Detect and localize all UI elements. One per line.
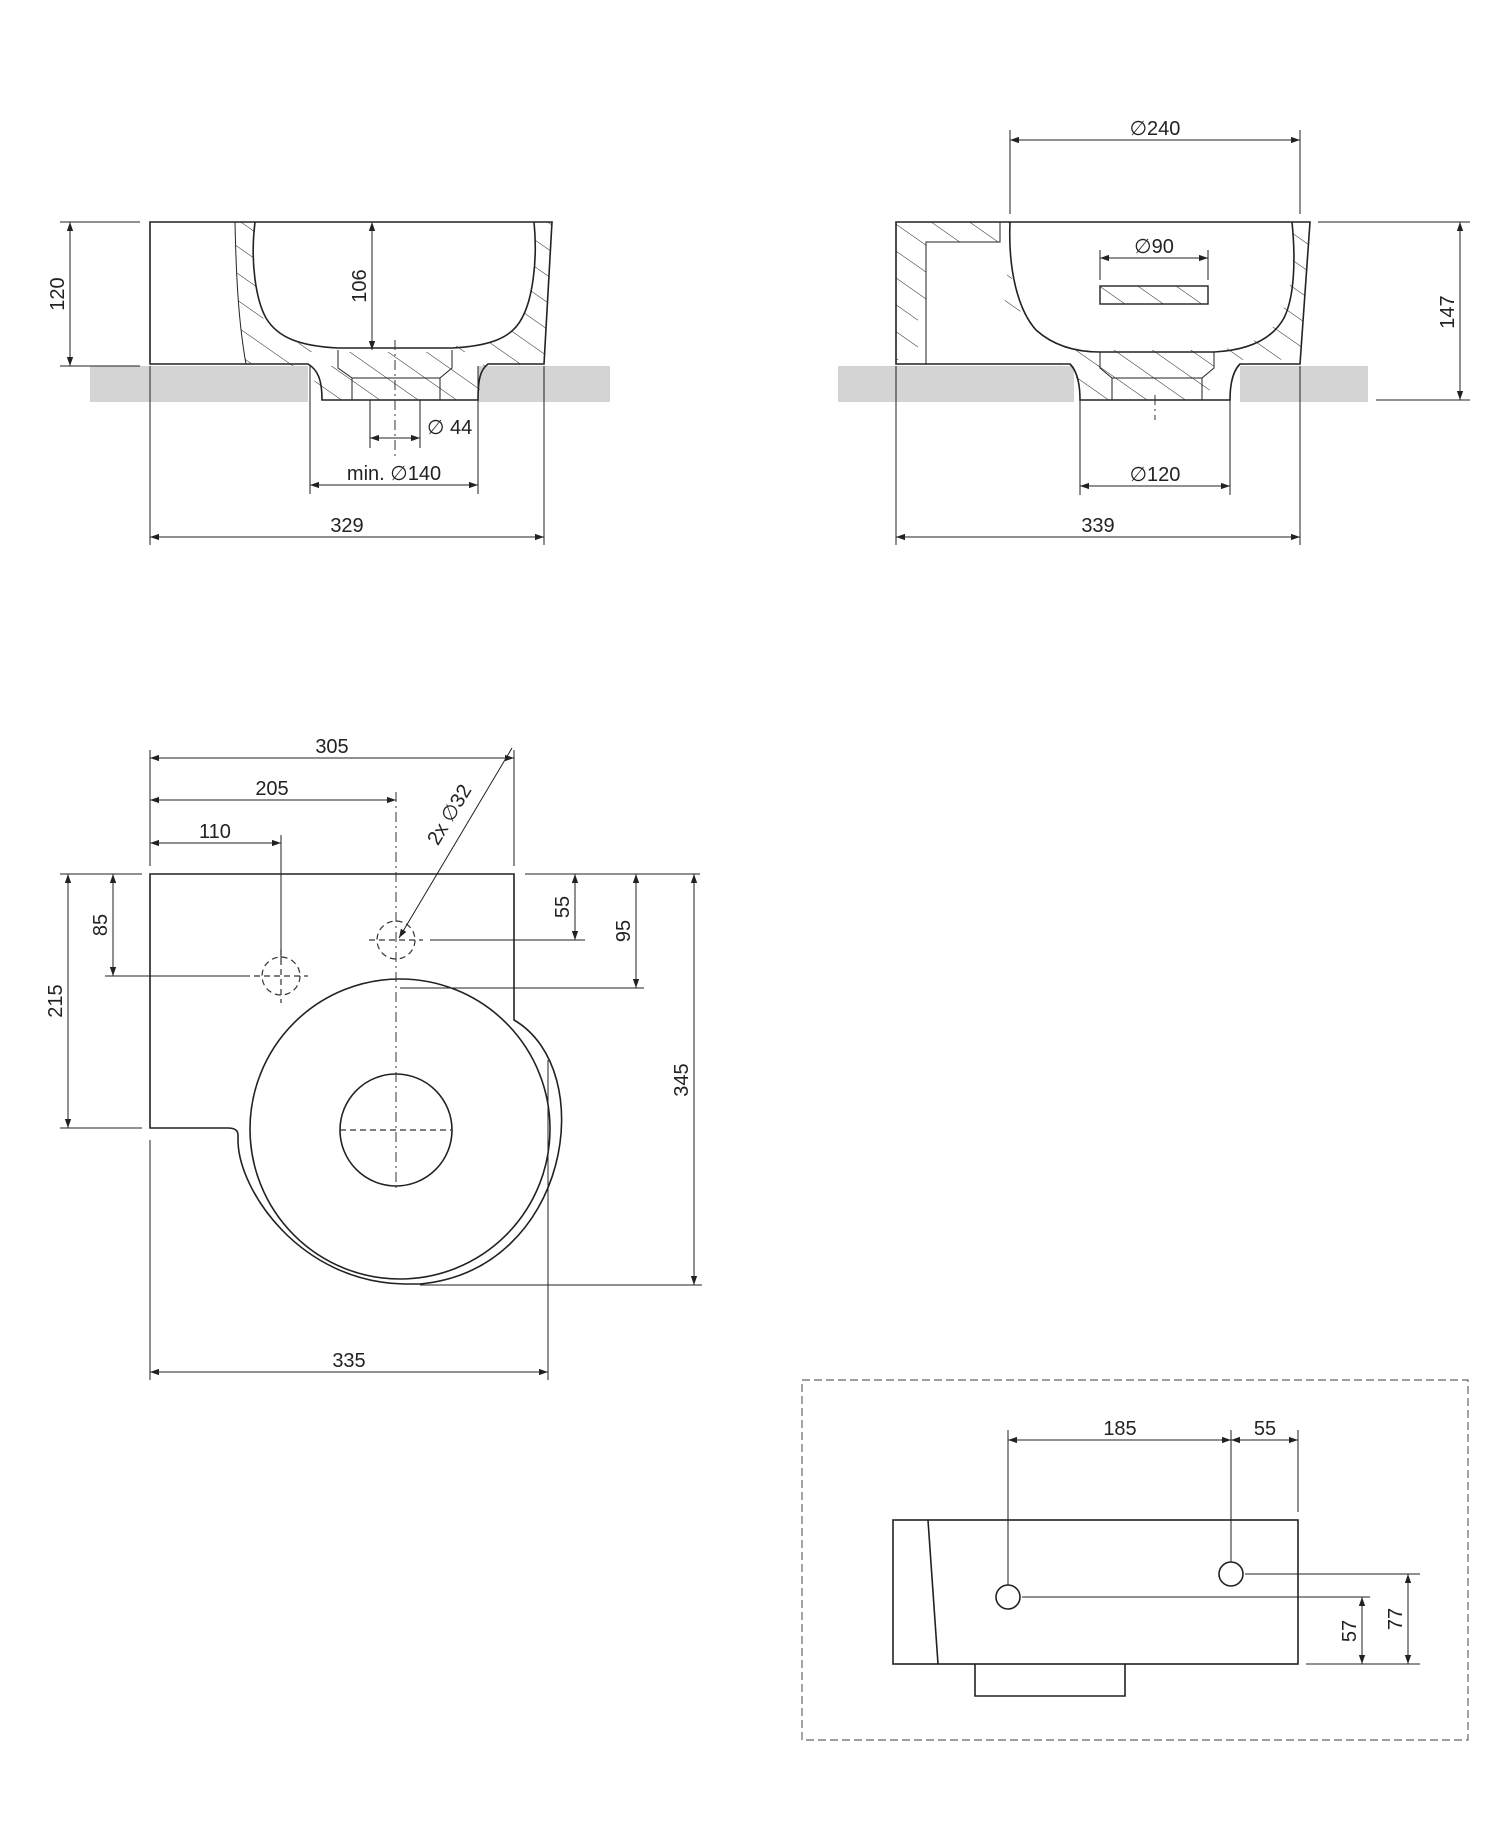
dim-bowl-dia-value: 240 xyxy=(1147,118,1180,140)
dim-overflow-dia: ∅90 xyxy=(1134,236,1174,258)
detail-body xyxy=(892,1519,1299,1665)
dim-ledge-depth: 215 xyxy=(45,984,67,1017)
drain-recess-a xyxy=(337,350,453,400)
dim-overflow-value: 90 xyxy=(1152,236,1174,258)
dim-tap-hole-1: 110 xyxy=(199,821,231,843)
dim-base-dia: ∅120 xyxy=(1130,464,1181,486)
back-wall-inner-b xyxy=(925,222,1001,364)
detail-view: 185 55 57 77 xyxy=(801,1379,1469,1741)
dim-drain-dia: ∅ 44 xyxy=(427,417,472,439)
bowl-inner-b xyxy=(1008,221,1295,353)
dim-height-b: 147 xyxy=(1437,295,1459,328)
dim-depth: 345 xyxy=(671,1063,693,1096)
dim-bowl-center: 95 xyxy=(613,920,635,942)
detail-frame xyxy=(801,1379,1469,1741)
dim-edge-offset: 55 xyxy=(1254,1418,1276,1440)
diameter-symbol: ∅ xyxy=(1134,236,1151,258)
dim-width-top: 305 xyxy=(315,736,348,758)
bowl-inner-a xyxy=(252,221,537,349)
basin-wall-hatch-left xyxy=(235,222,338,366)
dim-width-a: 329 xyxy=(330,515,363,537)
dim-hole1-from-back: 85 xyxy=(90,914,112,936)
detail-base xyxy=(974,1664,1126,1697)
diameter-symbol: ∅ xyxy=(1130,118,1147,140)
countertop-slab-right-b xyxy=(1240,366,1368,402)
outer-shell-line-a xyxy=(234,221,247,365)
dim-hole-spacing: 185 xyxy=(1103,1418,1136,1440)
bowl-rim-circle xyxy=(249,978,551,1280)
plan-view: 305 205 110 2x ∅32 85 215 55 95 345 335 xyxy=(45,736,702,1380)
bottom-hatch-b xyxy=(1004,242,1100,400)
countertop-slab-left xyxy=(90,366,308,402)
dim-tap-holes: 2x ∅32 xyxy=(423,781,476,849)
section-view-a: 120 106 ∅ 44 min. ∅140 329 xyxy=(47,221,610,545)
min-prefix: min. xyxy=(347,463,385,485)
countertop-slab-left-b xyxy=(838,366,1074,402)
dim-tap-hole-2: 205 xyxy=(255,778,288,800)
dim-width-plan: 335 xyxy=(332,1350,365,1372)
section-view-b: ∅240 ∅90 147 ∅120 339 xyxy=(838,118,1470,545)
diameter-symbol: ∅ xyxy=(427,417,444,439)
detail-hole-2-icon xyxy=(1218,1561,1244,1587)
detail-side-edge xyxy=(927,1519,939,1665)
plan-outline xyxy=(149,873,563,1285)
dim-drain-value: 44 xyxy=(450,417,472,439)
diameter-symbol: ∅ xyxy=(1130,464,1147,486)
dim-hole-height-1: 57 xyxy=(1339,1620,1361,1642)
dim-hole-height-2: 77 xyxy=(1385,1608,1407,1630)
dim-min-hole-value: 140 xyxy=(408,463,441,485)
leader-tap-holes xyxy=(398,747,513,939)
drain-hatch-b xyxy=(1096,350,1214,400)
dim-base-dia-value: 120 xyxy=(1147,464,1180,486)
dim-height-a: 120 xyxy=(47,277,69,310)
overflow-slot-hatch xyxy=(1099,285,1209,305)
dim-bowl-dia: ∅240 xyxy=(1130,118,1181,140)
tap-holes-count: 2x xyxy=(423,820,453,849)
dim-hole2-from-back: 55 xyxy=(552,896,574,918)
dim-width-b: 339 xyxy=(1081,515,1114,537)
detail-hole-1-icon xyxy=(995,1584,1021,1610)
wall-hatch-left-b xyxy=(896,222,1010,360)
diameter-symbol: ∅ xyxy=(390,463,407,485)
wall-hatch-right-b xyxy=(1214,222,1310,366)
dim-inner-depth: 106 xyxy=(349,269,371,302)
drain-recess-b xyxy=(1099,352,1215,400)
dim-min-hole: min. ∅140 xyxy=(347,463,441,485)
basin-wall-hatch-right xyxy=(452,222,552,366)
